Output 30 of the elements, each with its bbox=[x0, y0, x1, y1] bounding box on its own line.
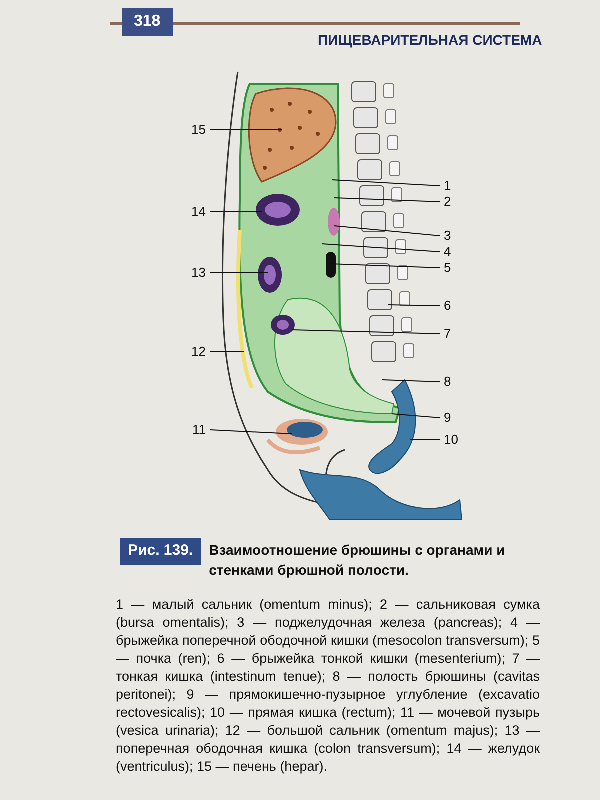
callout-number: 4 bbox=[440, 244, 462, 260]
leader-line bbox=[392, 414, 440, 418]
callout-number: 7 bbox=[440, 326, 462, 342]
figure-legend-text: 1 — малый сальник (omentum minus); 2 — сальниковая сумка (bursa omentalis); 3 — поджелудочная железа (pancreas); 4 — брыжейка поперечной ободочной кишки (mesocolon transversum); 5 — почка (ren); 6 — брыжейка тонкой кишки (mesenterium); 7 — тонкая кишка (intestinum tenue); 8 — полость брюшины (cavitas peritonei); 9 — прямокишечно-пузырное углубление (excavatio rectovesicalis); 10 — прямая кишка (rectum); 11 — мочевой пузырь (vesica urinaria); 12 — большой сальник (omentum majus); 13 — поперечная ободочная кишка (colon transversum); 14 — желудок (ventriculus); 15 — печень (hepar). bbox=[116, 596, 540, 776]
callout-number: 15 bbox=[188, 122, 210, 138]
callout-number: 2 bbox=[440, 194, 462, 210]
leader-line bbox=[382, 380, 440, 382]
callout-number: 5 bbox=[440, 260, 462, 276]
running-header: ПИЩЕВАРИТЕЛЬНАЯ СИСТЕМА bbox=[318, 31, 542, 50]
figure-number: Рис. 139. bbox=[120, 538, 202, 564]
callout-number: 10 bbox=[440, 432, 462, 448]
leader-line bbox=[332, 180, 440, 186]
leader-line bbox=[210, 272, 268, 274]
page-number: 318 bbox=[122, 8, 173, 36]
leader-line bbox=[292, 330, 440, 334]
leader-line bbox=[210, 430, 292, 434]
callout-number: 11 bbox=[188, 422, 210, 438]
leader-line bbox=[334, 226, 440, 236]
callout-number: 13 bbox=[188, 265, 210, 281]
callout-number: 6 bbox=[440, 298, 462, 314]
leader-line bbox=[388, 304, 440, 306]
figure-caption: Взаимоотношение брюшины с органами и стенками брюшной полости. bbox=[209, 541, 506, 580]
leader-line bbox=[334, 198, 440, 202]
callout-number: 1 bbox=[440, 178, 462, 194]
leader-line bbox=[322, 244, 440, 252]
callout-number: 3 bbox=[440, 228, 462, 244]
callout-number: 12 bbox=[188, 344, 210, 360]
callout-number: 8 bbox=[440, 374, 462, 390]
callout-number: 14 bbox=[188, 204, 210, 220]
callout-number: 9 bbox=[440, 410, 462, 426]
